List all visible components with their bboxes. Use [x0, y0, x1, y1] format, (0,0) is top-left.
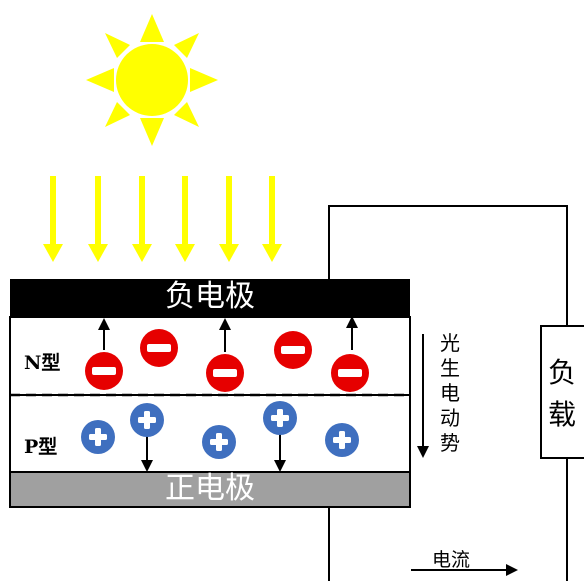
- emf-label: 光生电动势: [440, 331, 460, 455]
- electron-icon: [85, 352, 123, 390]
- holes: [81, 401, 359, 459]
- negative-electrode: [10, 279, 410, 317]
- light-arrow-icon: [262, 176, 282, 262]
- light-arrow-icon: [175, 176, 195, 262]
- electrons: [85, 329, 369, 392]
- electron-arrows: [98, 316, 358, 352]
- light-arrow-icon: [88, 176, 108, 262]
- p-type-label: P型: [24, 436, 58, 458]
- circuit-wire: [328, 205, 568, 581]
- light-arrow-icon: [219, 176, 239, 262]
- positive-electrode: [9, 471, 411, 508]
- hole-icon: [81, 420, 115, 454]
- current-label: 电流: [432, 549, 471, 571]
- electron-icon: [140, 329, 178, 367]
- hole-arrows: [141, 433, 286, 472]
- hole-icon: [202, 425, 236, 459]
- negative-electrode-label: 负电极: [165, 279, 255, 314]
- hole-icon: [130, 403, 164, 437]
- electron-icon: [206, 354, 244, 392]
- positive-electrode-label: 正电极: [165, 471, 255, 506]
- sun-icon: [86, 14, 218, 146]
- load-label: 负载: [547, 356, 576, 431]
- electron-icon: [274, 331, 312, 369]
- light-arrow-icon: [43, 176, 63, 262]
- electron-icon: [331, 354, 369, 392]
- hole-icon: [263, 401, 297, 435]
- load-box: [540, 325, 584, 459]
- light-arrow-icon: [132, 176, 152, 262]
- light-arrows: [43, 176, 282, 262]
- hole-icon: [325, 423, 359, 457]
- n-type-label: N型: [24, 352, 61, 374]
